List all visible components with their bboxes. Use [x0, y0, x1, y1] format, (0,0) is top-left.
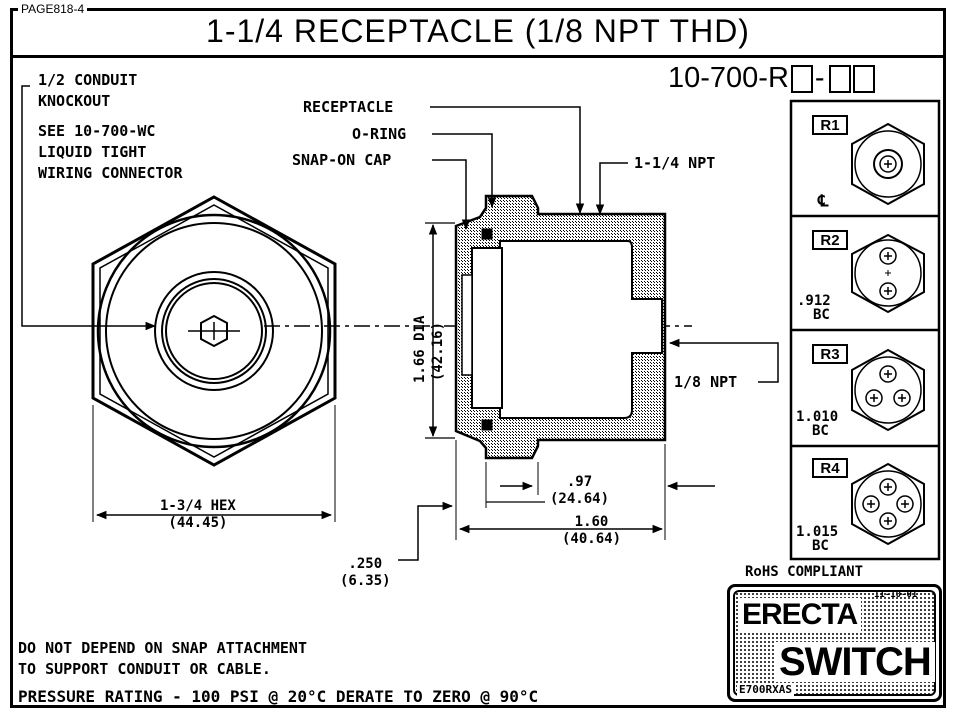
page-title: 1-1/4 RECEPTACLE (1/8 NPT THD)	[10, 8, 946, 58]
centerline-symbol: ℄	[818, 191, 829, 210]
see-note: SEE 10-700-WC LIQUID TIGHT WIRING CONNECTO…	[38, 121, 183, 184]
npt-1-8-label: 1/8 NPT	[674, 373, 738, 391]
knockout-line-1: 1/2 CONDUIT	[38, 71, 138, 89]
dia-dimension-mm: (42.16)	[430, 321, 446, 381]
option-r3-bc-value: 1.010	[796, 409, 839, 425]
part-number-separator: -	[814, 62, 825, 94]
option-r4-tag: R4	[812, 458, 848, 478]
part-number-box-2	[828, 64, 851, 93]
knockout-line-2: KNOCKOUT	[38, 92, 111, 110]
hex-dimension-mm: (44.45)	[168, 515, 228, 531]
knockout-callout: 1/2 CONDUIT KNOCKOUT	[38, 70, 137, 112]
dimension-97-mm: (24.64)	[550, 491, 610, 507]
dimension-250-in: .250	[348, 556, 383, 572]
snap-note-line-1: DO NOT DEPEND ON SNAP ATTACHMENT	[18, 639, 307, 657]
part-number-prefix: 10-700-R	[668, 62, 789, 94]
dia-dimension: 1.66 DIA	[412, 315, 428, 383]
see-note-line-1: SEE 10-700-WC	[38, 122, 156, 140]
option-r1-tag: R1	[812, 115, 848, 135]
snap-note-line-2: TO SUPPORT CONDUIT OR CABLE.	[18, 660, 271, 678]
part-number: 10-700-R -	[668, 62, 875, 95]
options-panel	[789, 99, 941, 561]
option-r2-tag: R2	[812, 230, 848, 250]
page-id: PAGE818-4	[18, 2, 88, 16]
side-view	[454, 194, 667, 460]
dimension-97: .97(24.64)	[550, 474, 609, 508]
sheet-border	[10, 8, 946, 708]
option-r2-bc-value: .912	[797, 293, 831, 309]
dimension-97-in: .97	[566, 474, 593, 490]
see-note-line-3: WIRING CONNECTOR	[38, 164, 183, 182]
hex-dimension-in: 1-3/4 HEX	[160, 498, 236, 514]
receptacle-label: RECEPTACLE	[303, 98, 394, 116]
npt-1-1-4-label: 1-1/4 NPT	[634, 154, 716, 172]
option-r3-tag: R3	[812, 344, 848, 364]
pressure-note: PRESSURE RATING - 100 PSI @ 20°C DERATE …	[18, 687, 539, 706]
revision-date: 11-10-01	[874, 590, 918, 600]
drawing-code: E700RXAS	[737, 683, 794, 696]
see-note-line-2: LIQUID TIGHT	[38, 143, 147, 161]
part-number-box-1	[790, 64, 813, 93]
option-r4-bc-value: 1.015	[796, 524, 839, 540]
option-r3-bc-unit: BC	[812, 423, 829, 439]
option-r2-bc-unit: BC	[813, 307, 830, 323]
hex-dimension: 1-3/4 HEX(44.45)	[160, 498, 236, 532]
rohs-label: RoHS COMPLIANT	[745, 564, 864, 580]
part-number-box-3	[852, 64, 875, 93]
logo-frame	[727, 584, 942, 702]
dimension-250-mm: (6.35)	[340, 573, 391, 589]
dimension-160-mm: (40.64)	[562, 531, 622, 547]
dimension-160: 1.60(40.64)	[562, 514, 621, 548]
o-ring-label: O-RING	[352, 125, 407, 143]
dimension-250: .250(6.35)	[340, 556, 391, 590]
option-r4-bc-unit: BC	[812, 538, 829, 554]
logo-erecta: ERECTA	[738, 598, 862, 632]
front-view	[91, 195, 337, 467]
logo-switch: SWITCH	[775, 642, 935, 682]
snap-note: DO NOT DEPEND ON SNAP ATTACHMENT TO SUPPO…	[18, 638, 307, 680]
dimension-160-in: 1.60	[574, 514, 609, 530]
snap-on-cap-label: SNAP-ON CAP	[292, 151, 392, 169]
